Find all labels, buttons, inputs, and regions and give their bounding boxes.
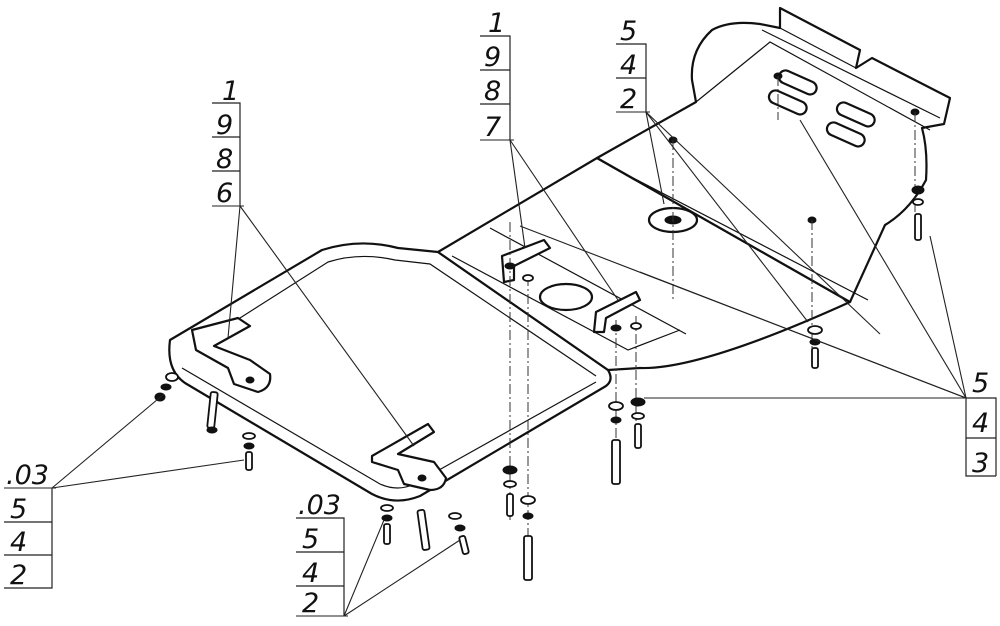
callout-right-top-3: 2 xyxy=(620,84,637,115)
callout-right-bottom-3: 3 xyxy=(972,448,989,479)
callout-right-bottom: 5 4 3 xyxy=(965,368,997,479)
callout-left-top-1: 1 xyxy=(222,76,239,107)
callout-center-top-1: 1 xyxy=(488,8,505,39)
callout-left-bottom-2: 5 xyxy=(10,494,27,525)
callout-right-bottom-1: 5 xyxy=(972,368,989,399)
callout-center-top-2: 9 xyxy=(484,42,501,73)
leader-lines xyxy=(4,111,967,617)
callout-left-top-2: 9 xyxy=(216,110,233,141)
callout-left-bottom-3: 4 xyxy=(10,527,27,558)
middle-plate xyxy=(436,156,852,372)
callout-center-top-3: 8 xyxy=(484,76,501,107)
callout-left-top-3: 8 xyxy=(216,144,233,175)
callout-left-bottom: .03 5 4 2 xyxy=(4,460,53,591)
callout-right-bottom-2: 4 xyxy=(972,408,989,439)
callout-right-top-2: 4 xyxy=(620,50,637,81)
callout-center-bottom-3: 4 xyxy=(302,558,319,589)
callout-right-top-1: 5 xyxy=(620,16,637,47)
callout-left-top: 1 9 8 6 xyxy=(212,76,241,209)
bracket-middle-right xyxy=(592,290,642,334)
callout-center-bottom-4: 2 xyxy=(302,588,319,619)
callout-left-bottom-4: 2 xyxy=(10,560,27,591)
callout-center-bottom: .03 5 4 2 xyxy=(296,490,345,619)
callout-center-bottom-2: 5 xyxy=(302,524,319,555)
hardware xyxy=(154,185,925,581)
callout-left-bottom-1: .03 xyxy=(6,460,49,491)
callout-center-top: 1 9 8 7 xyxy=(480,8,511,143)
callout-left-top-4: 6 xyxy=(216,178,233,209)
callout-right-top: 5 4 2 xyxy=(616,16,647,115)
bracket-left xyxy=(190,316,272,394)
front-access-hole xyxy=(538,282,594,312)
bracket-front xyxy=(370,422,448,492)
callout-center-bottom-1: .03 xyxy=(298,490,341,521)
callout-center-top-4: 7 xyxy=(484,112,501,143)
